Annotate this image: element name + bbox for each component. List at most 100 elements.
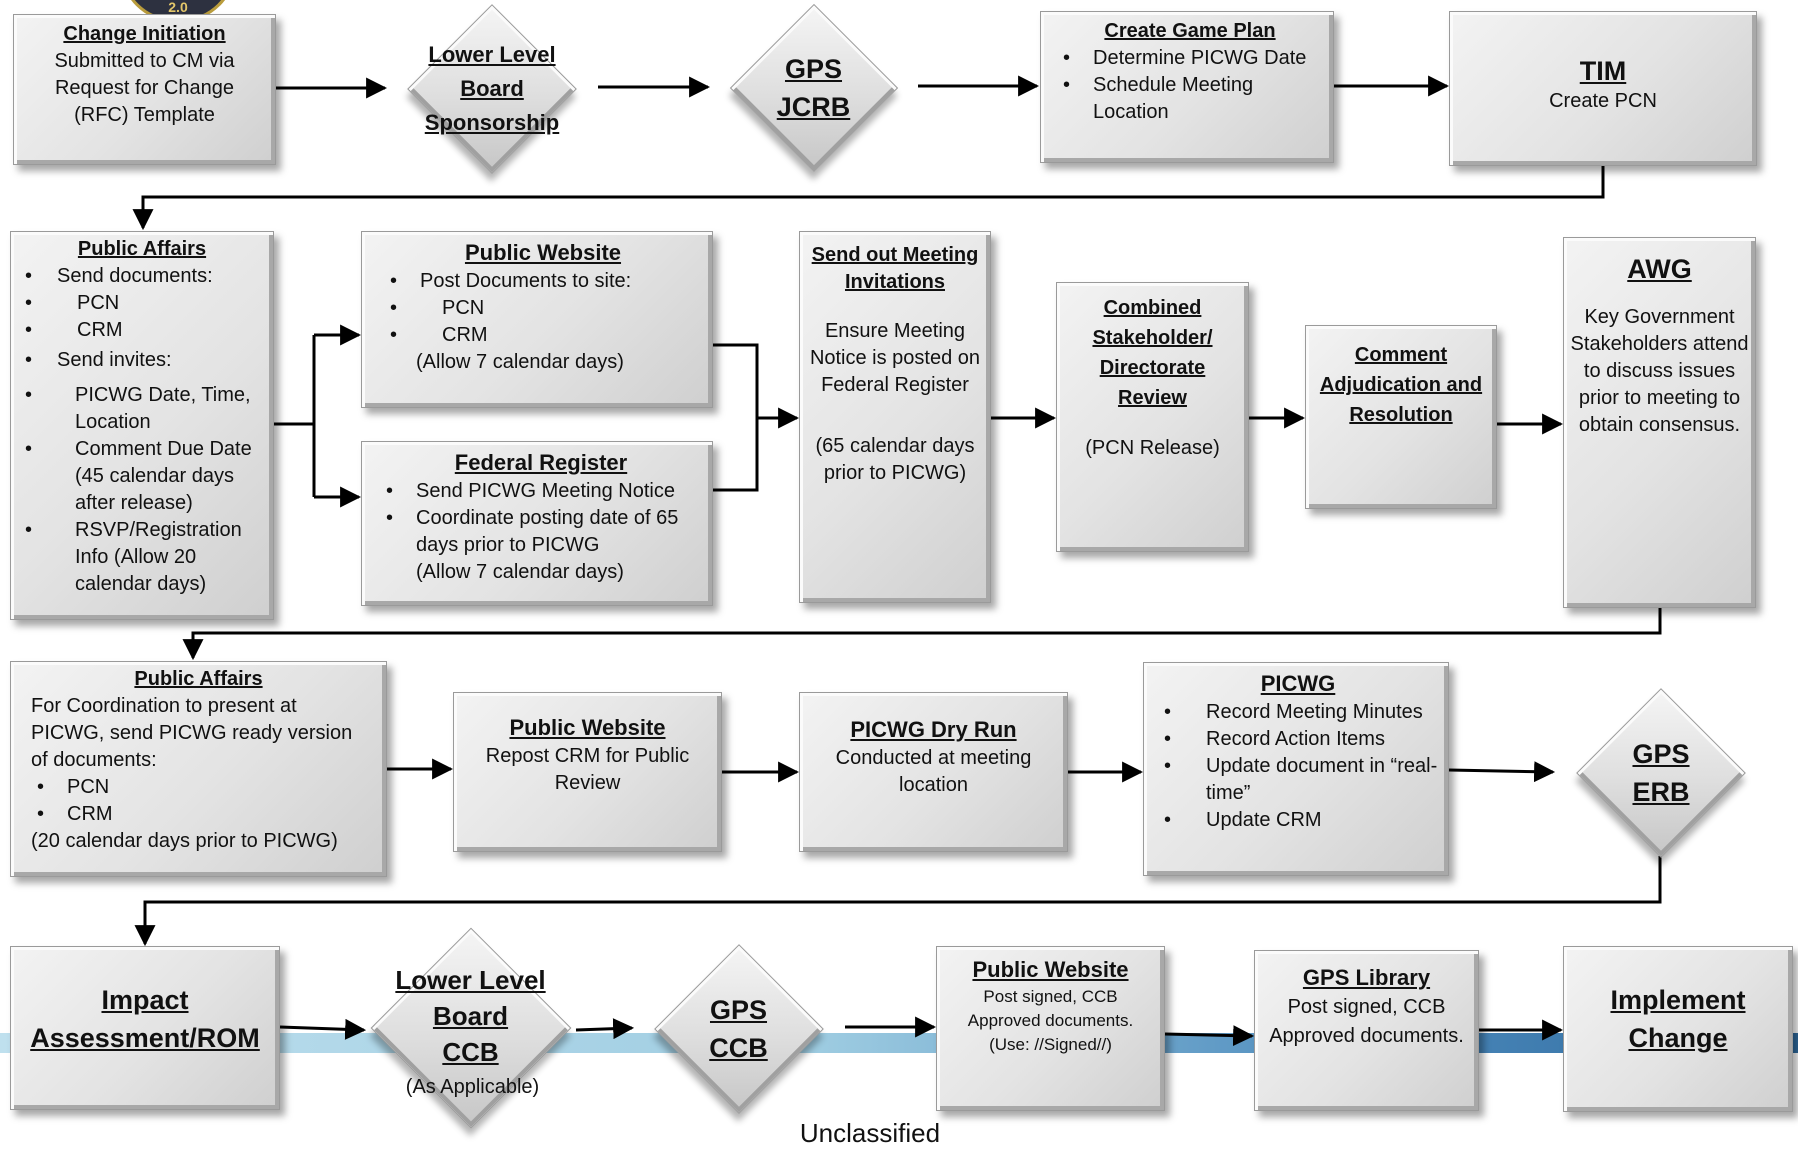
classification-footer: Unclassified bbox=[799, 1118, 941, 1148]
implement-change-line-1: Implement bbox=[1610, 985, 1746, 1015]
gps-library-line-2: Approved documents. bbox=[1269, 1025, 1464, 1047]
public-website-title: Public Website bbox=[464, 240, 622, 265]
gps-jcrb-label-2: JCRB bbox=[776, 92, 851, 122]
combined-review-note: (PCN Release) bbox=[1085, 437, 1220, 459]
public-website-repost-text: Repost CRM for Public Review bbox=[485, 745, 690, 794]
pa-send-documents: Send documents: bbox=[19, 263, 265, 290]
pa-invite-rsvp: RSVP/Registration Info (Allow 20 calenda… bbox=[19, 517, 265, 598]
public-website-post-line-2: Approved documents. bbox=[967, 1011, 1134, 1030]
send-invitations-box: Send out Meeting Invitations Ensure Meet… bbox=[799, 231, 991, 603]
send-invitations-title: Send out Meeting Invitations bbox=[811, 244, 979, 293]
comment-adjudication-title: Comment Adjudication and Resolution bbox=[1319, 344, 1483, 426]
lower-board-ccb-label-1: Lower Level bbox=[395, 964, 546, 995]
gps-ccb-label-2: CCB bbox=[709, 1033, 768, 1063]
tim-box: TIM Create PCN bbox=[1449, 11, 1757, 166]
lower-board-ccb-note: (As Applicable) bbox=[405, 1076, 540, 1098]
comment-adjudication-box: Comment Adjudication and Resolution bbox=[1305, 325, 1497, 509]
awg-text: Key Government Stakeholders attend to di… bbox=[1570, 306, 1749, 436]
public-website-repost-box: Public Website Repost CRM for Public Rev… bbox=[453, 692, 722, 852]
awg-title: AWG bbox=[1627, 254, 1692, 284]
public-website-note: (Allow 7 calendar days) bbox=[416, 351, 624, 373]
arrow-awg-to-public-affairs bbox=[182, 608, 1662, 661]
lower-board-ccb-label-2: Board bbox=[432, 1000, 509, 1031]
change-initiation-line-2: Request for Change bbox=[54, 77, 234, 99]
lower-board-label-1: Lower Level bbox=[428, 42, 556, 67]
dry-run-text: Conducted at meeting location bbox=[835, 747, 1032, 796]
pa-coordination-title: Public Affairs bbox=[134, 668, 263, 690]
send-invitations-text: Ensure Meeting Notice is posted on Feder… bbox=[809, 320, 981, 396]
pa-invite-date: PICWG Date, Time, Location bbox=[19, 382, 265, 436]
public-website-repost-title: Public Website bbox=[509, 715, 666, 740]
picwg-box: PICWG Record Meeting Minutes Record Acti… bbox=[1143, 662, 1449, 876]
public-website-post-line-1: Post signed, CCB bbox=[983, 987, 1118, 1006]
gps-library-line-1: Post signed, CCB bbox=[1287, 996, 1446, 1018]
federal-register-bullet-1: Send PICWG Meeting Notice bbox=[380, 478, 702, 505]
game-plan-bullet-1: Determine PICWG Date bbox=[1057, 45, 1323, 72]
lower-board-label-3: Sponsorship bbox=[424, 110, 560, 135]
picwg-bullet-1: Record Meeting Minutes bbox=[1158, 699, 1438, 726]
gps-erb-label-2: ERB bbox=[1632, 777, 1690, 807]
arrow-lower-board-to-ccb bbox=[575, 1018, 635, 1040]
implement-change-line-2: Change bbox=[1628, 1023, 1728, 1053]
public-website-sub-crm: CRM bbox=[384, 322, 702, 349]
public-affairs-coordination-box: Public Affairs For Coordination to prese… bbox=[10, 661, 387, 877]
pa-doc-crm: CRM bbox=[19, 317, 265, 344]
arrow-erb-to-impact bbox=[134, 856, 1662, 947]
pa-coordination-crm: CRM bbox=[31, 801, 366, 828]
public-website-bullet: Post Documents to site: bbox=[384, 268, 702, 295]
tim-title: TIM bbox=[1579, 56, 1627, 86]
change-initiation-title: Change Initiation bbox=[63, 23, 226, 45]
public-website-post-title: Public Website bbox=[972, 957, 1129, 982]
pa-send-invites: Send invites: bbox=[19, 347, 265, 374]
arrow-website-to-library bbox=[1164, 1025, 1255, 1047]
public-website-box: Public Website Post Documents to site: P… bbox=[361, 231, 713, 408]
create-game-plan-box: Create Game Plan Determine PICWG Date Sc… bbox=[1040, 11, 1334, 163]
federal-register-note: (Allow 7 calendar days) bbox=[416, 561, 624, 583]
create-game-plan-title: Create Game Plan bbox=[1104, 20, 1276, 42]
pa-coordination-pcn: PCN bbox=[31, 774, 366, 801]
combined-review-title: Combined Stakeholder/ Directorate Review bbox=[1092, 297, 1213, 409]
federal-register-bullet-2: Coordinate posting date of 65 days prior… bbox=[380, 505, 702, 559]
gps-library-title: GPS Library bbox=[1302, 965, 1431, 990]
impact-assessment-line-2: Assessment/ROM bbox=[30, 1023, 260, 1053]
public-website-post-box: Public Website Post signed, CCB Approved… bbox=[936, 946, 1165, 1111]
arrow-tim-to-public-affairs bbox=[132, 166, 1605, 231]
change-initiation-box: Change Initiation Submitted to CM via Re… bbox=[13, 14, 276, 165]
picwg-bullet-3: Update document in “real-time” bbox=[1158, 753, 1438, 807]
change-initiation-line-3: (RFC) Template bbox=[74, 104, 215, 126]
gps-jcrb-label-1: GPS bbox=[784, 54, 843, 84]
gps-ccb-decision: GPS CCB bbox=[632, 944, 845, 1114]
lower-board-ccb-label-3: CCB bbox=[442, 1036, 499, 1067]
gps-library-box: GPS Library Post signed, CCB Approved do… bbox=[1254, 950, 1479, 1111]
impact-assessment-line-1: Impact bbox=[101, 985, 189, 1015]
public-website-post-line-3: (Use: //Signed//) bbox=[989, 1035, 1112, 1054]
picwg-bullet-2: Record Action Items bbox=[1158, 726, 1438, 753]
pa-coordination-note: (20 calendar days prior to PICWG) bbox=[31, 830, 338, 852]
pa-doc-pcn: PCN bbox=[19, 290, 265, 317]
public-website-sub-pcn: PCN bbox=[384, 295, 702, 322]
arrow-join-from-website bbox=[713, 343, 759, 492]
impact-assessment-box: Impact Assessment/ROM bbox=[10, 946, 280, 1110]
pa-invite-comment-due: Comment Due Date (45 calendar days after… bbox=[19, 436, 265, 517]
public-affairs-box: Public Affairs Send documents: PCN CRM S… bbox=[10, 231, 274, 620]
picwg-bullet-4: Update CRM bbox=[1158, 807, 1438, 834]
gps-erb-decision: GPS ERB bbox=[1556, 688, 1766, 858]
game-plan-bullet-2: Schedule Meeting Location bbox=[1057, 72, 1293, 126]
logo-text: 2.0 bbox=[168, 0, 188, 15]
arrow-impact-to-lower-board bbox=[279, 1018, 367, 1040]
lower-level-board-sponsorship-decision: Lower Level Board Sponsorship bbox=[386, 3, 598, 175]
arrow-picwg-to-erb bbox=[1448, 761, 1556, 783]
send-invitations-note: (65 calendar days prior to PICWG) bbox=[815, 435, 975, 484]
lower-level-board-ccb-decision: Lower Level Board CCB bbox=[365, 920, 576, 1135]
lower-board-label-2: Board bbox=[460, 76, 524, 101]
implement-change-box: Implement Change bbox=[1563, 946, 1793, 1112]
awg-box: AWG Key Government Stakeholders attend t… bbox=[1563, 237, 1756, 608]
public-affairs-title: Public Affairs bbox=[77, 238, 207, 260]
tim-text: Create PCN bbox=[1549, 90, 1657, 112]
gps-erb-label-1: GPS bbox=[1632, 739, 1690, 769]
picwg-title: PICWG bbox=[1260, 671, 1336, 696]
gps-ccb-label-1: GPS bbox=[709, 995, 768, 1025]
pa-coordination-text: For Coordination to present at PICWG, se… bbox=[31, 695, 353, 771]
